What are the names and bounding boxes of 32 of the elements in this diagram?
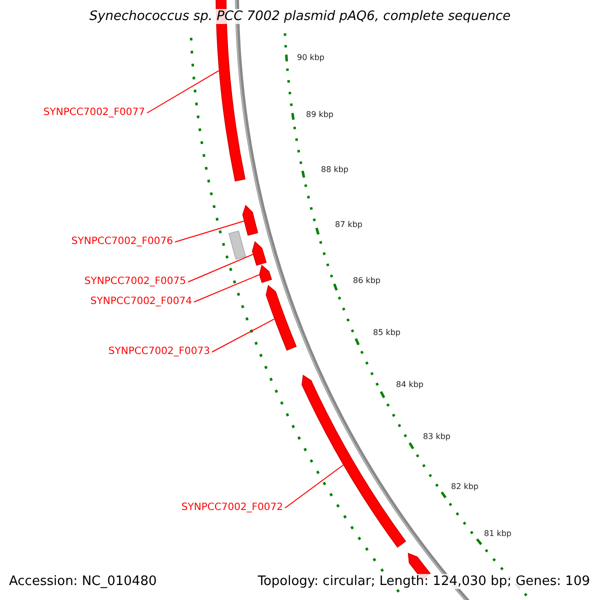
- gene-label: SYNPCC7002_F0074: [90, 296, 192, 308]
- scale-label: 86 kbp: [353, 276, 381, 286]
- leader-line: [212, 318, 275, 352]
- leader-line: [146, 70, 220, 114]
- gene-block: [266, 285, 297, 351]
- gene-block: [259, 264, 272, 283]
- gene-block: [228, 230, 246, 260]
- scale-label: 84 kbp: [396, 380, 424, 390]
- leader-line: [188, 254, 254, 282]
- gene-block: [252, 241, 267, 266]
- leader-line: [194, 274, 260, 302]
- scale-label: 89 kbp: [306, 110, 334, 120]
- sequence-info-text: Topology: circular; Length: 124,030 bp; Genes: 109: [256, 574, 592, 589]
- scale-label: 81 kbp: [484, 529, 512, 539]
- scale-label: 85 kbp: [373, 328, 401, 338]
- gene-block: [302, 374, 406, 548]
- gene-label: SYNPCC7002_F0076: [71, 236, 173, 248]
- scale-label: 83 kbp: [423, 432, 451, 442]
- gene-label: SYNPCC7002_F0073: [108, 346, 210, 358]
- scale-label: 87 kbp: [335, 220, 363, 230]
- leader-line: [284, 464, 344, 508]
- gene-label: SYNPCC7002_F0077: [43, 107, 145, 119]
- scale-label: 88 kbp: [321, 165, 349, 175]
- accession-text: Accession: NC_010480: [7, 574, 159, 589]
- gene-block: [242, 205, 258, 236]
- title: Synechococcus sp. PCC 7002 plasmid pAQ6, complete sequence: [89, 9, 511, 24]
- leader-line: [174, 220, 244, 242]
- gene-label: SYNPCC7002_F0075: [84, 276, 186, 288]
- scale-label: 82 kbp: [451, 482, 479, 492]
- gene-label: SYNPCC7002_F0072: [181, 502, 283, 514]
- scale-label: 90 kbp: [297, 53, 325, 63]
- gene-block: [216, 0, 246, 182]
